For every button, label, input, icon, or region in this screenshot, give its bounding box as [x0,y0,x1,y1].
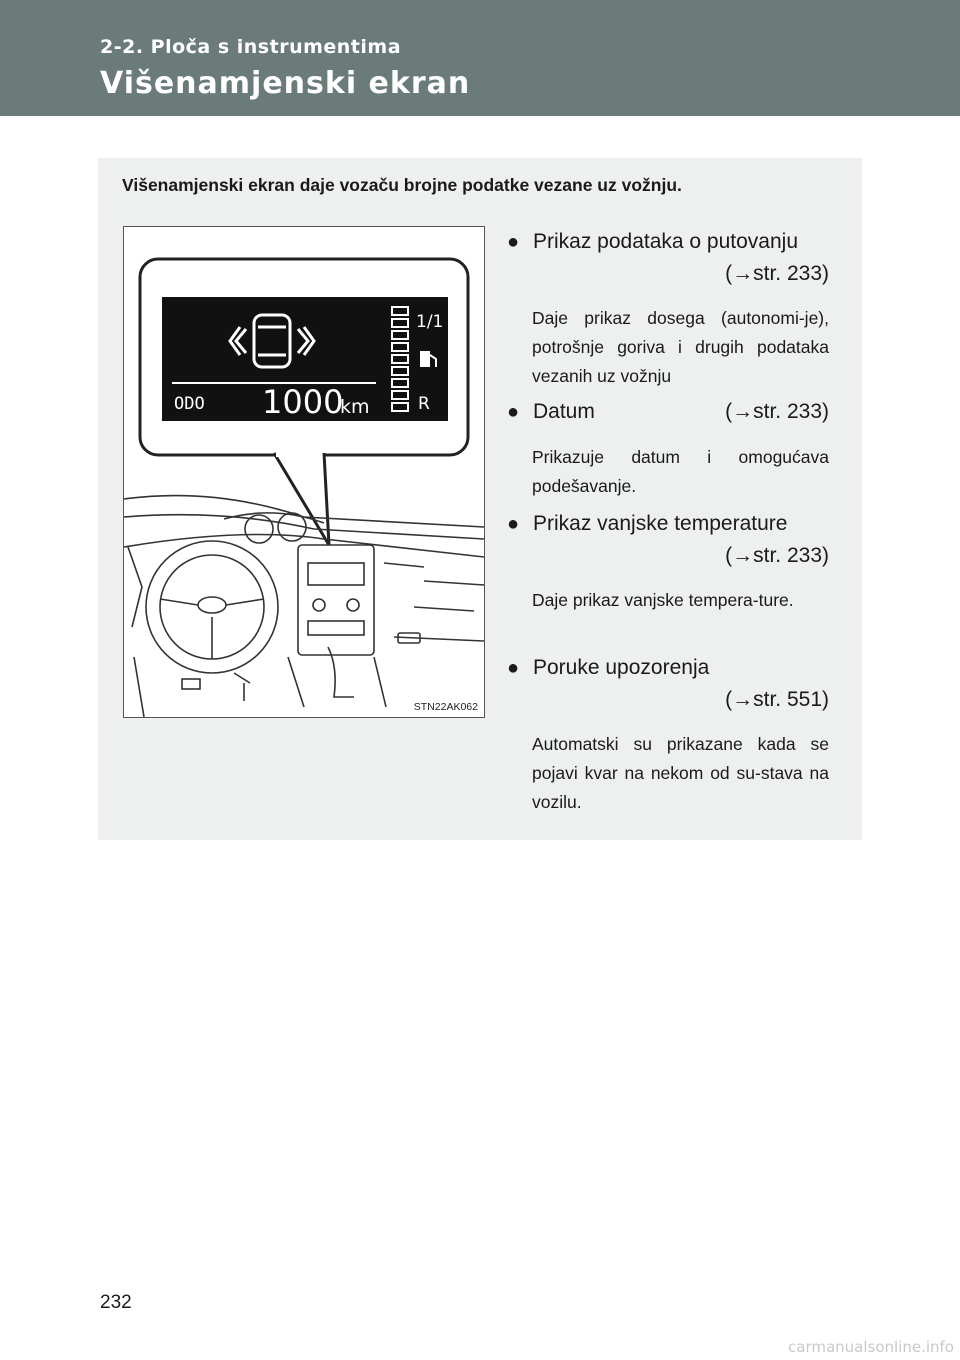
item-trip-info-desc: Daje prikaz dosega (autonomi-je), potroš… [532,308,829,386]
car-top-view-icon [228,313,316,369]
figure-code: STN22AK062 [413,701,478,713]
item-trip-info-ref: (→str. 233) [725,262,829,285]
item-date-ref: (→str. 233) [725,400,829,423]
section-label: 2-2. Ploča s instrumentima [100,36,402,58]
odo-value: 1000 [262,383,343,421]
bullet-icon: ● [507,657,520,679]
odo-unit: km [340,396,370,418]
callout-pointer [272,452,331,546]
page-header: 2-2. Ploča s instrumentima Višenamjenski… [0,0,960,116]
watermark: carmanualsonline.info [788,1338,954,1356]
bullet-icon: ● [507,401,520,423]
item-date-title: ●Datum (→str. 233) [507,400,829,423]
item-outside-temp-desc: Daje prikaz vanjske tempera-ture. [532,590,794,610]
dashboard-line-art [124,494,484,717]
fuel-pump-icon [420,351,437,367]
gear-indicator: R [418,394,430,414]
lcd-screen [162,297,448,421]
dashboard-illustration: ODO 1000 km 1/1 R [123,226,485,718]
bullet-icon: ● [507,231,520,253]
fuel-full-label: 1/1 [416,312,443,332]
page-title: Višenamjenski ekran [100,66,471,101]
fuel-gauge-bars [391,306,409,412]
dashboard-drawing: ODO 1000 km 1/1 R [124,257,484,717]
item-warning-messages-title: ●Poruke upozorenja [507,656,710,679]
page-number: 232 [100,1292,132,1313]
item-date-desc: Prikazuje datum i omogućava podešavanje. [532,447,829,496]
item-warning-messages-ref: (→str. 551) [725,688,829,711]
item-outside-temp-title: ●Prikaz vanjske temperature [507,512,788,535]
odo-label: ODO [174,394,205,414]
bullet-icon: ● [507,513,520,535]
item-warning-messages-desc: Automatski su prikazane kada se pojavi k… [532,734,829,812]
item-trip-info-title: ●Prikaz podataka o putovanju [507,230,799,253]
item-outside-temp-ref: (→str. 233) [725,544,829,567]
intro-text: Višenamjenski ekran daje vozaču brojne p… [122,175,682,195]
